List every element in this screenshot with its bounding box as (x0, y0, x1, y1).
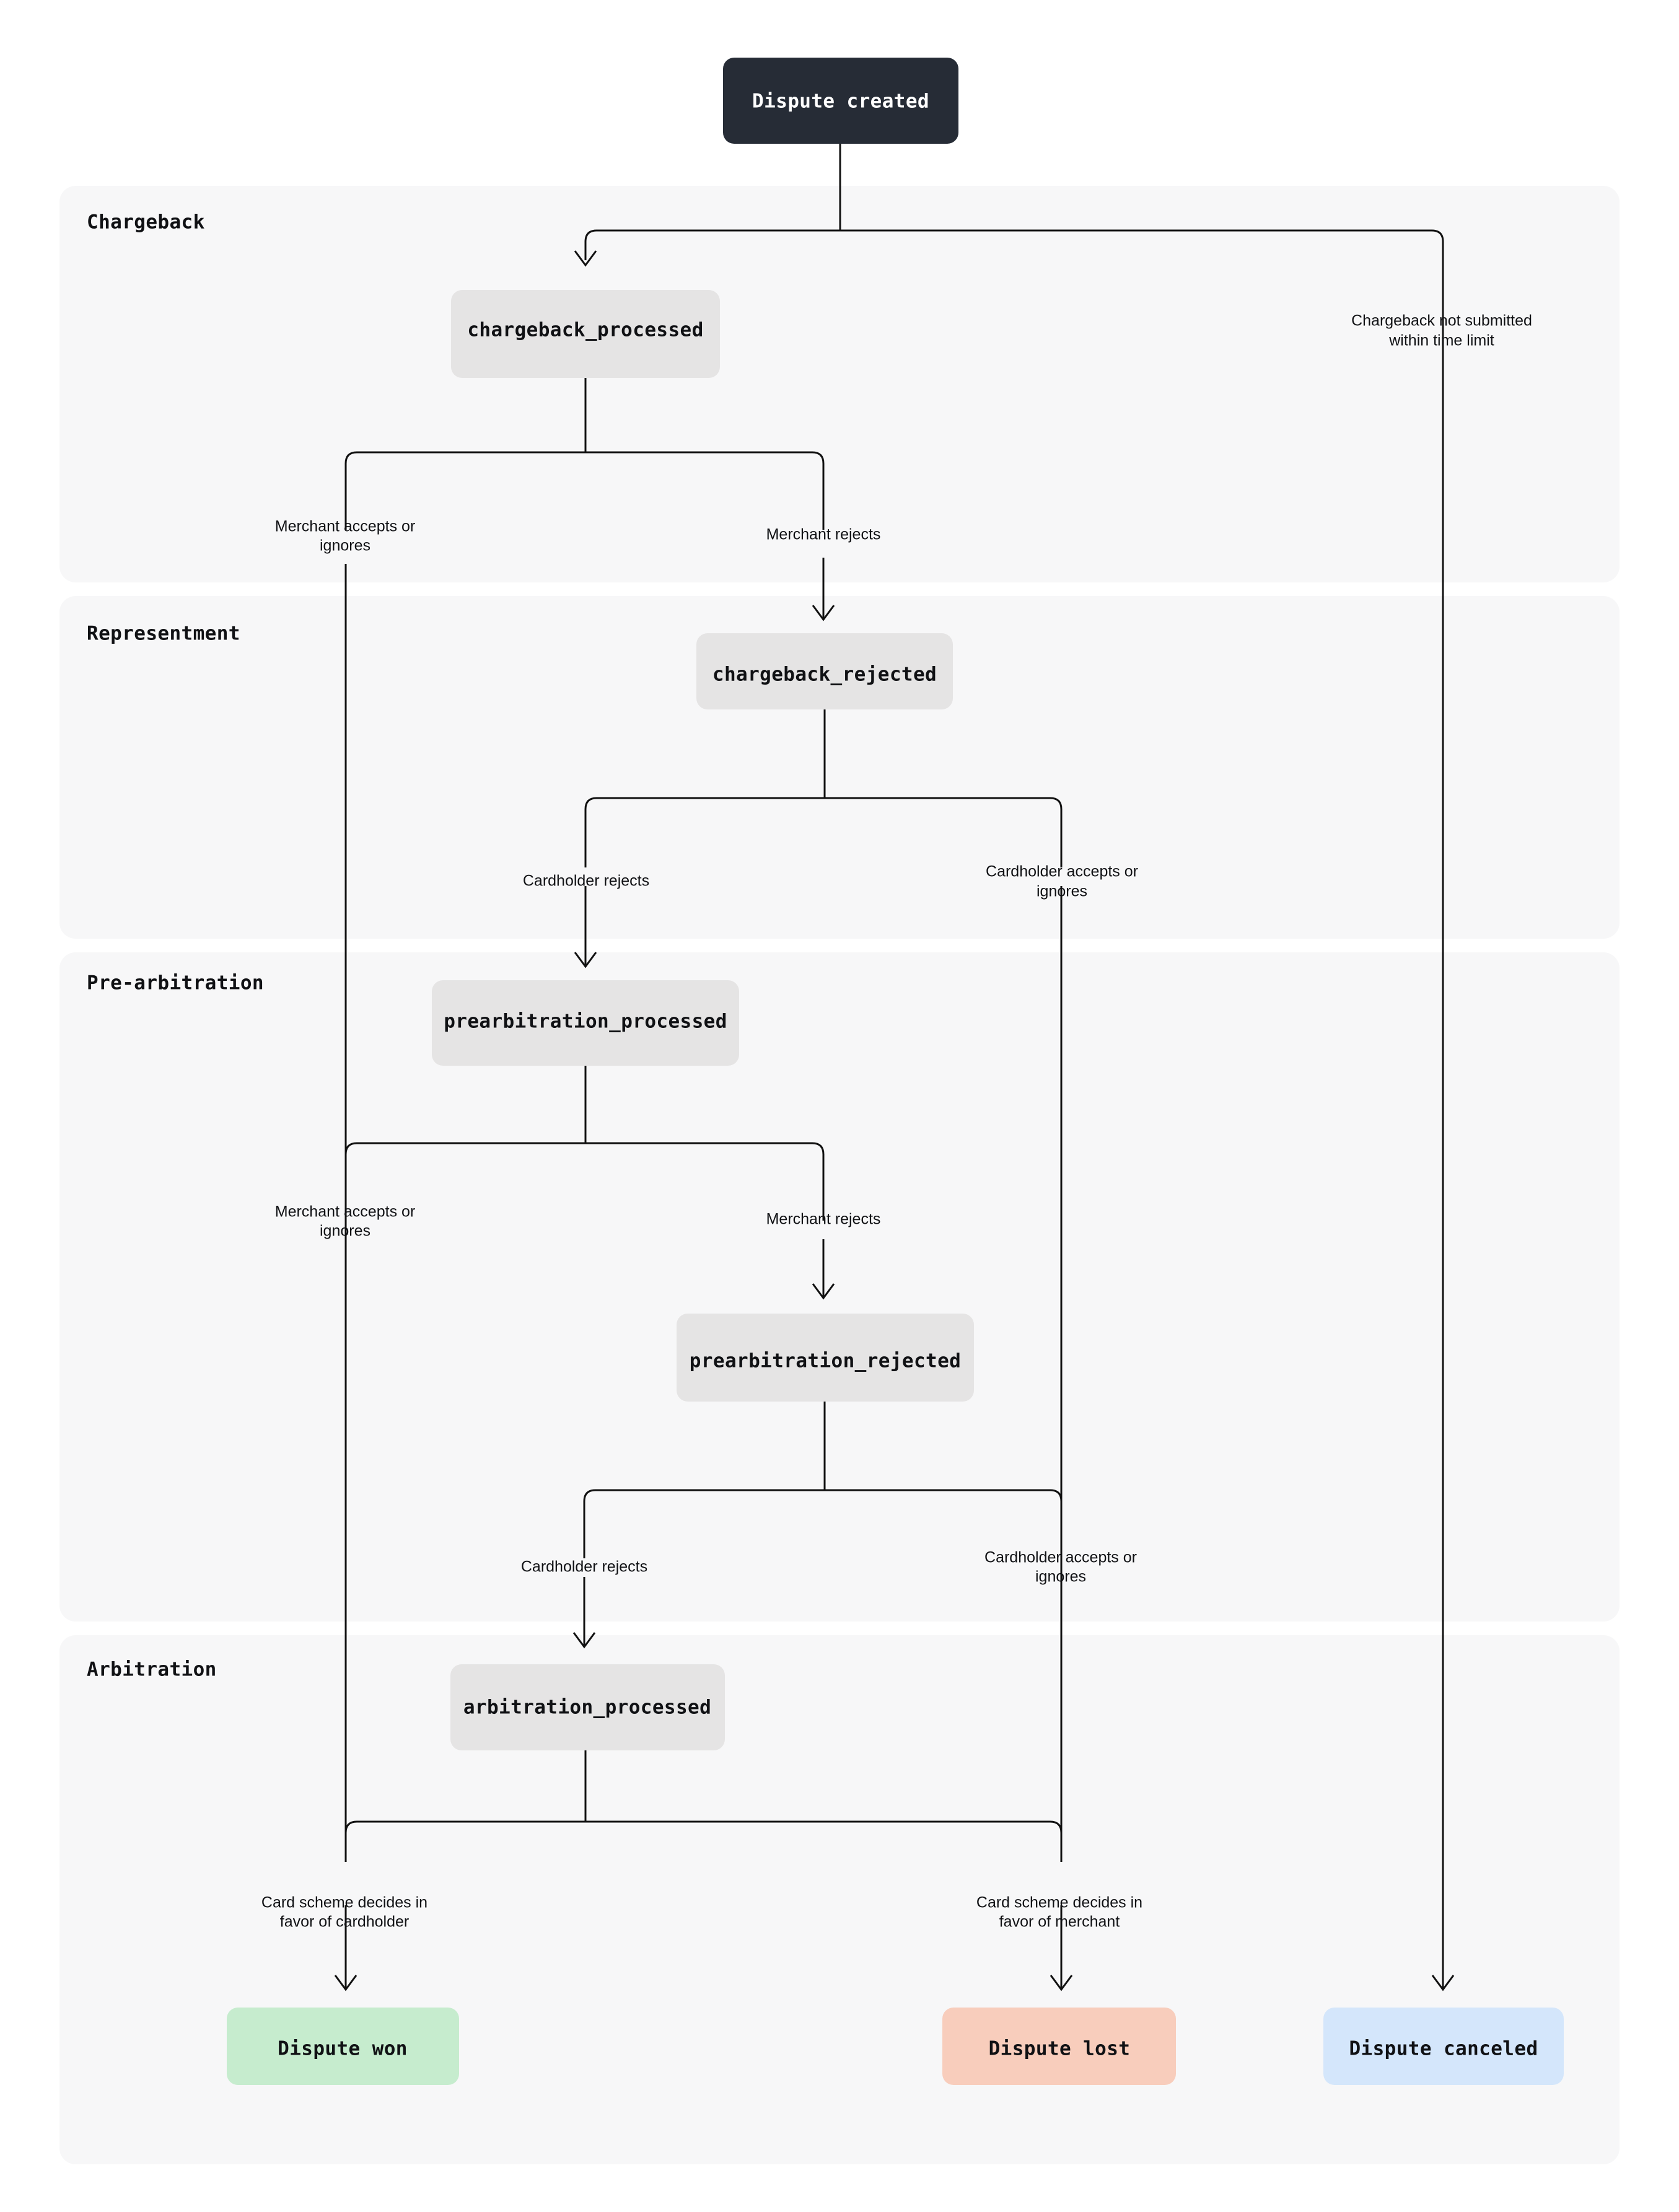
edge-arbitration-outcome-bar (344, 1820, 1063, 1862)
node-prearbitration-processed-label: prearbitration_processed (444, 1011, 727, 1033)
edge-label-line2: favor of cardholder (280, 1913, 409, 1931)
edge-chargeback-branch-bar (344, 451, 825, 530)
edge-label-line1: Merchant accepts or (275, 518, 416, 535)
arrowhead-to-arbitration-processed (572, 1632, 596, 1649)
node-dispute-lost-label: Dispute lost (989, 2038, 1131, 2060)
node-prearbitration-rejected[interactable]: prearbitration_rejected (677, 1314, 974, 1402)
edge-label-merchant-accepts-1: Merchant accepts or ignores (275, 518, 416, 555)
section-label-chargeback: Chargeback (87, 211, 205, 234)
edge-representment-branch-bar (584, 797, 1063, 867)
edge-arbitration-branch-bar (583, 1489, 1063, 1558)
edge-label-line1: Card scheme decides in (976, 1894, 1142, 1911)
node-dispute-lost-box (942, 2008, 1176, 2085)
node-chargeback-processed[interactable]: chargeback_processed (451, 290, 720, 378)
node-chargeback-processed-label: chargeback_processed (467, 319, 703, 341)
edge-label-line1: Merchant rejects (766, 526, 881, 543)
arrowhead-to-prearbitration-rejected (812, 1283, 835, 1300)
node-dispute-created-label: Dispute created (752, 90, 929, 113)
node-arbitration-processed[interactable]: arbitration_processed (450, 1664, 725, 1750)
node-dispute-created[interactable]: Dispute created (723, 58, 958, 144)
edge-label-line2: ignores (1035, 1568, 1086, 1586)
node-chargeback-processed-box (451, 290, 720, 378)
edge-label-line1: Cardholder rejects (523, 872, 649, 890)
node-dispute-won-box (227, 2008, 459, 2085)
section-panel-chargeback (59, 186, 1620, 582)
arrowhead-to-dispute-lost (1050, 1975, 1073, 1991)
node-chargeback-rejected-label: chargeback_rejected (712, 664, 937, 686)
edge-label-line1: Card scheme decides in (261, 1894, 427, 1911)
edge-label-line1: Merchant rejects (766, 1211, 881, 1228)
edge-label-line1: Cardholder rejects (521, 1558, 647, 1576)
node-chargeback-rejected-box (696, 633, 953, 709)
arrowhead-to-dispute-canceled (1431, 1975, 1455, 1991)
edge-label-line2: within time limit (1388, 332, 1494, 349)
node-arbitration-processed-box (450, 1664, 725, 1750)
node-dispute-lost[interactable]: Dispute lost (942, 2008, 1176, 2085)
edge-label-cardholder-accepts-2: Cardholder accepts or ignores (984, 1549, 1137, 1586)
edge-label-merchant-accepts-2: Merchant accepts or ignores (275, 1203, 416, 1240)
section-panel-representment (59, 596, 1620, 939)
node-dispute-won[interactable]: Dispute won (227, 2008, 459, 2085)
node-dispute-canceled[interactable]: Dispute canceled (1323, 2008, 1564, 2085)
edge-label-merchant-rejects-1: Merchant rejects (766, 526, 881, 543)
node-prearbitration-rejected-box (677, 1314, 974, 1402)
node-dispute-created-box (723, 58, 958, 144)
node-dispute-won-label: Dispute won (278, 2038, 408, 2060)
edge-prearbitration-branch-bar (344, 1142, 825, 1221)
edge-label-line2: ignores (1037, 883, 1087, 900)
arrowhead-to-chargeback-rejected (812, 605, 835, 621)
edge-label-merchant-rejects-2: Merchant rejects (766, 1211, 881, 1228)
node-prearbitration-rejected-label: prearbitration_rejected (690, 1350, 961, 1372)
edge-label-cardholder-accepts-1: Cardholder accepts or ignores (986, 863, 1138, 900)
node-dispute-canceled-label: Dispute canceled (1349, 2038, 1538, 2060)
arrowhead-to-dispute-won (334, 1975, 357, 1991)
edge-label-cardholder-rejects-2: Cardholder rejects (521, 1558, 647, 1576)
node-prearbitration-processed-box (432, 980, 739, 1066)
node-arbitration-processed-label: arbitration_processed (463, 1696, 711, 1719)
edge-label-line2: favor of merchant (999, 1913, 1120, 1931)
edge-label-scheme-favor-cardholder: Card scheme decides in favor of cardhold… (261, 1894, 427, 1931)
edge-label-cardholder-rejects-1: Cardholder rejects (523, 872, 649, 890)
arrowhead-to-prearbitration-processed (574, 952, 597, 968)
section-label-representment: Representment (87, 623, 240, 645)
edge-label-scheme-favor-merchant: Card scheme decides in favor of merchant (976, 1894, 1142, 1931)
section-label-prearbitration: Pre-arbitration (87, 972, 264, 994)
edge-label-line1: Merchant accepts or (275, 1203, 416, 1221)
edge-label-line2: ignores (320, 537, 370, 555)
section-label-arbitration: Arbitration (87, 1659, 217, 1681)
edge-label-line2: ignores (320, 1222, 370, 1240)
node-chargeback-rejected[interactable]: chargeback_rejected (696, 633, 953, 709)
edge-label-line1: Cardholder accepts or (986, 863, 1138, 880)
node-dispute-canceled-box (1323, 2008, 1564, 2085)
node-prearbitration-processed[interactable]: prearbitration_processed (432, 980, 739, 1066)
arrowhead-to-chargeback-processed (574, 250, 597, 267)
edge-split-top (584, 229, 1444, 268)
edge-label-line1: Chargeback not submitted (1351, 312, 1532, 330)
edge-label-chargeback-not-submitted: Chargeback not submitted within time lim… (1351, 312, 1532, 349)
edge-label-line1: Cardholder accepts or (984, 1549, 1137, 1566)
section-panel-prearbitration (59, 952, 1620, 1622)
